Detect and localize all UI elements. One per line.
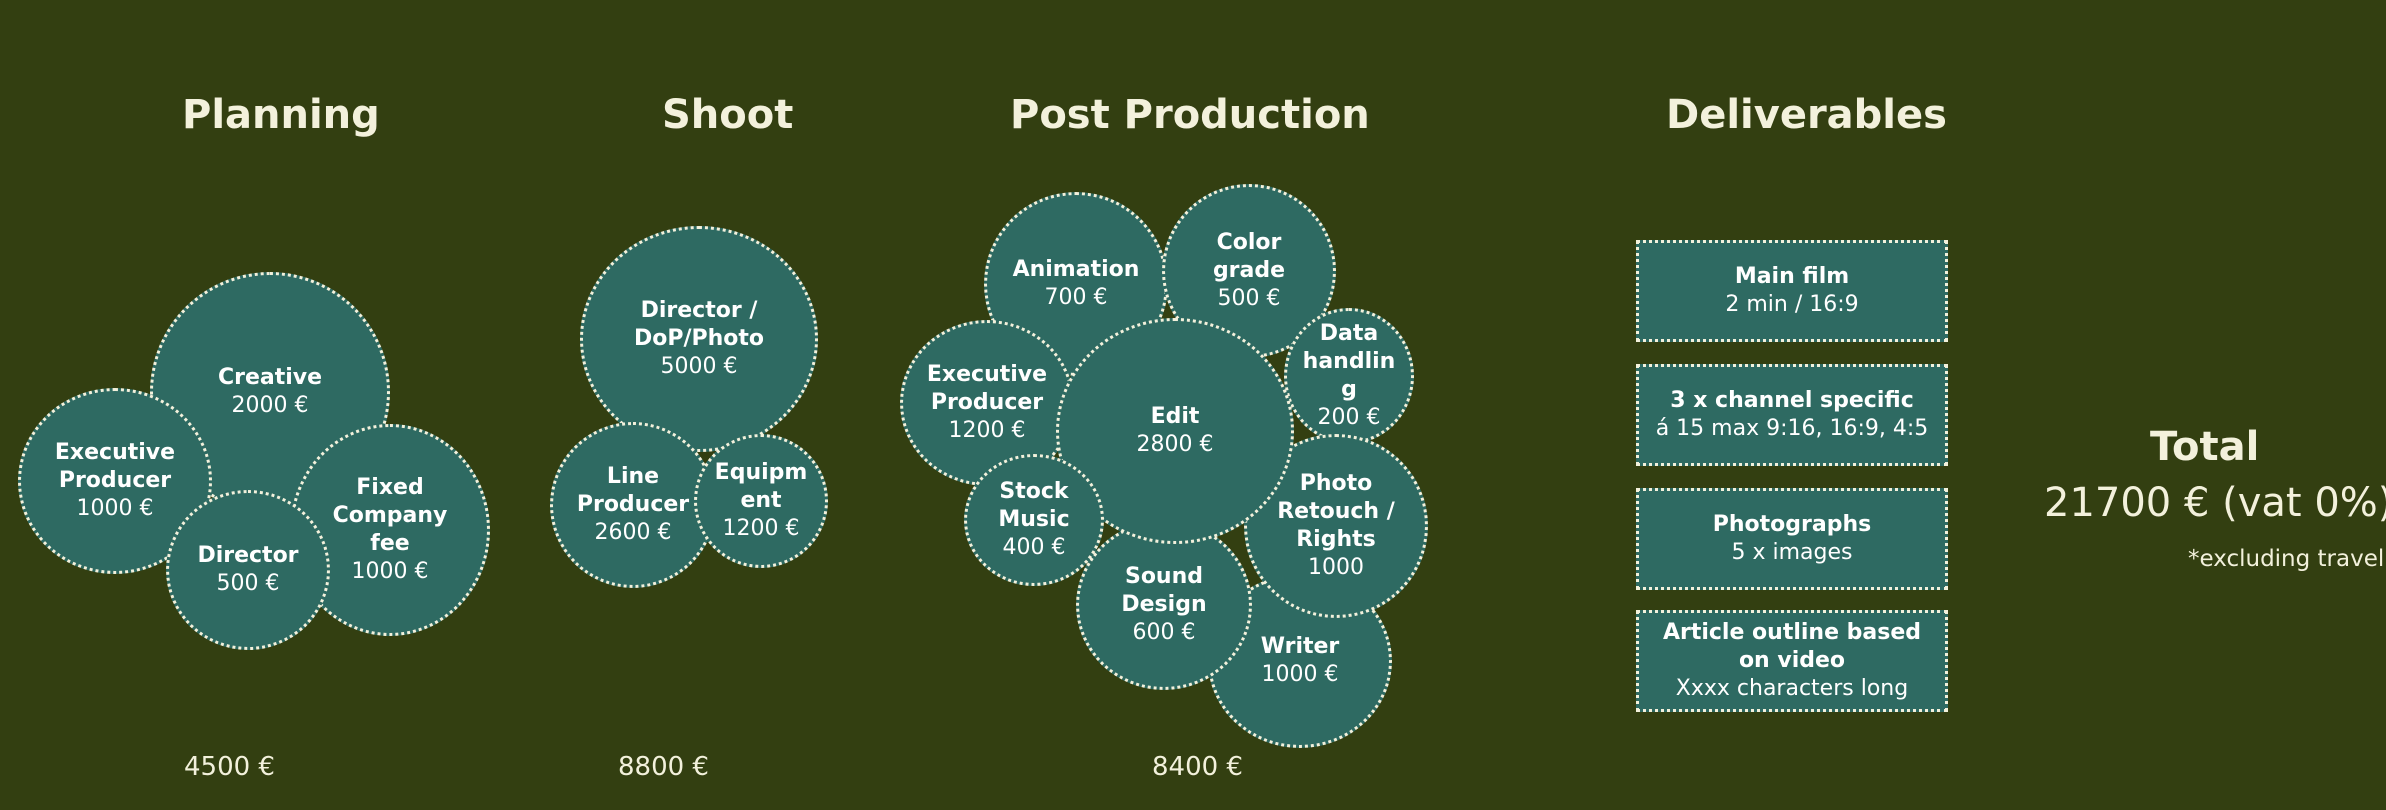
bubble-name: Writer xyxy=(1260,634,1340,659)
deliverable-channel-specific: 3 x channel specific á 15 max 9:16, 16:9… xyxy=(1636,364,1948,466)
bubble-amount: 5000 € xyxy=(660,354,738,379)
bubble-name: Director xyxy=(197,543,299,568)
bubble-amount: 2000 € xyxy=(231,393,309,418)
deliverable-detail: á 15 max 9:16, 16:9, 4:5 xyxy=(1655,416,1929,441)
planning-heading: Planning xyxy=(182,92,380,138)
shoot-director-dop-photo-bubble: Director /DoP/Photo 5000 € xyxy=(580,226,818,452)
bubble-amount: 1000 € xyxy=(76,496,154,521)
total-label: Total xyxy=(2150,424,2260,470)
deliverable-detail: 5 x images xyxy=(1731,540,1853,565)
post-production-sum: 8400 € xyxy=(1152,752,1243,782)
bubble-name: Director /DoP/Photo xyxy=(633,298,765,351)
deliverables-heading: Deliverables xyxy=(1666,92,1947,138)
total-value: 21700 € (vat 0%) xyxy=(2044,480,2386,526)
total-note: *excluding travel xyxy=(2188,546,2385,572)
shoot-heading: Shoot xyxy=(662,92,794,138)
bubble-amount: 1000 € xyxy=(1261,662,1339,687)
bubble-name: Creative xyxy=(217,365,323,390)
shoot-sum: 8800 € xyxy=(618,752,709,782)
deliverable-detail: 2 min / 16:9 xyxy=(1725,292,1859,317)
bubble-amount: 1200 € xyxy=(948,418,1026,443)
bubble-amount: 600 € xyxy=(1132,620,1196,645)
bubble-amount: 2600 € xyxy=(594,520,672,545)
deliverable-photographs: Photographs 5 x images xyxy=(1636,488,1948,590)
planning-director-bubble: Director 500 € xyxy=(166,490,330,650)
bubble-amount: 700 € xyxy=(1044,285,1108,310)
bubble-amount: 2800 € xyxy=(1136,432,1214,457)
bubble-amount: 500 € xyxy=(1217,286,1281,311)
bubble-name: Edit xyxy=(1150,404,1200,429)
bubble-amount: 400 € xyxy=(1002,535,1066,560)
deliverable-name: Main film xyxy=(1734,264,1850,289)
bubble-amount: 500 € xyxy=(216,571,280,596)
planning-sum: 4500 € xyxy=(184,752,275,782)
deliverable-name: 3 x channel specific xyxy=(1670,388,1914,413)
post-production-heading: Post Production xyxy=(1010,92,1370,138)
bubble-amount: 200 € xyxy=(1317,405,1381,430)
bubble-name: Animation xyxy=(1012,257,1140,282)
deliverable-name: Photographs xyxy=(1712,512,1872,537)
bubble-amount: 1200 € xyxy=(722,516,800,541)
bubble-amount: 1000 € xyxy=(351,559,429,584)
deliverable-main-film: Main film 2 min / 16:9 xyxy=(1636,240,1948,342)
bubble-amount: 1000 xyxy=(1308,555,1364,580)
deliverable-detail: Xxxx characters long xyxy=(1675,676,1909,701)
